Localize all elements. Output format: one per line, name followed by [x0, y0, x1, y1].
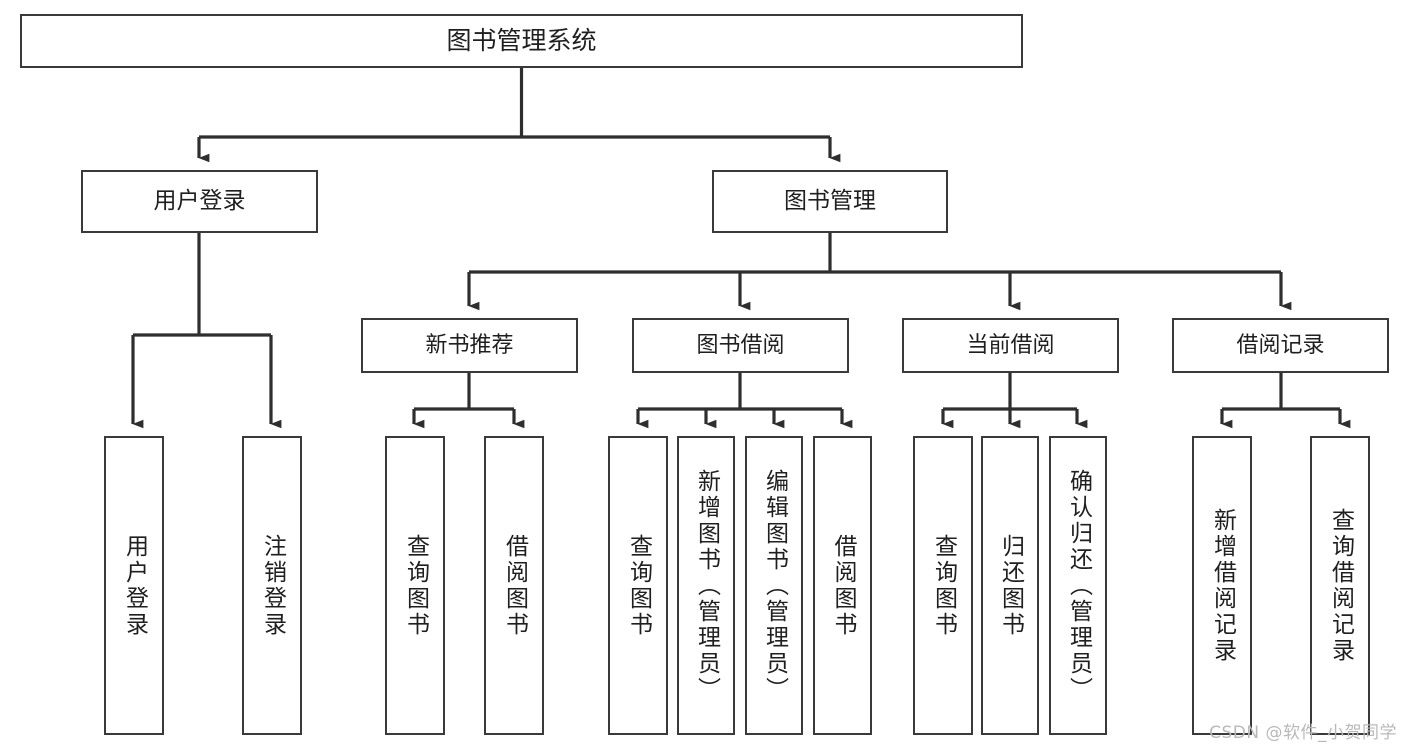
node-label: 查询图书	[402, 533, 429, 638]
node-leaf-borrow-book-recommend[interactable]: 借阅图书	[484, 436, 544, 735]
node-label: 编辑图书（管理员）	[761, 468, 788, 703]
node-root-book-management-system[interactable]: 图书管理系统	[20, 14, 1023, 68]
node-label: 借阅图书	[501, 533, 528, 638]
node-label: 查询图书	[625, 533, 652, 638]
watermark-text: CSDN @软件_小贺同学	[1209, 723, 1397, 743]
node-borrow-record[interactable]: 借阅记录	[1172, 318, 1389, 373]
node-label: 确认归还（管理员）	[1065, 468, 1092, 703]
node-current-borrow[interactable]: 当前借阅	[902, 318, 1119, 373]
node-label: 归还图书	[997, 533, 1024, 638]
node-leaf-query-book-recommend[interactable]: 查询图书	[385, 436, 445, 735]
node-label: 新增借阅记录	[1209, 507, 1236, 664]
node-label: 当前借阅	[966, 332, 1055, 358]
node-label: 图书管理系统	[446, 26, 597, 56]
node-leaf-return-book[interactable]: 归还图书	[981, 436, 1039, 735]
node-user-login[interactable]: 用户登录	[81, 170, 318, 233]
node-label: 查询图书	[930, 533, 957, 638]
node-label: 图书管理	[784, 187, 876, 214]
node-leaf-query-book-current[interactable]: 查询图书	[913, 436, 973, 735]
node-leaf-logout[interactable]: 注销登录	[242, 436, 302, 735]
node-leaf-confirm-return-admin[interactable]: 确认归还（管理员）	[1049, 436, 1107, 735]
node-new-book-recommend[interactable]: 新书推荐	[361, 318, 578, 373]
node-label: 图书借阅	[696, 332, 785, 358]
node-label: 新增图书（管理员）	[693, 468, 720, 703]
node-book-management[interactable]: 图书管理	[712, 170, 948, 233]
node-label: 用户登录	[153, 187, 246, 214]
node-book-borrow[interactable]: 图书借阅	[632, 318, 849, 373]
node-leaf-query-book-borrow[interactable]: 查询图书	[608, 436, 668, 735]
node-label: 借阅记录	[1236, 332, 1325, 358]
node-leaf-user-login[interactable]: 用户登录	[104, 436, 164, 735]
node-leaf-add-borrow-record[interactable]: 新增借阅记录	[1192, 436, 1252, 735]
node-label: 用户登录	[121, 533, 148, 638]
node-leaf-add-book-admin[interactable]: 新增图书（管理员）	[677, 436, 735, 735]
node-leaf-query-borrow-record[interactable]: 查询借阅记录	[1310, 436, 1370, 735]
node-label: 新书推荐	[425, 332, 514, 358]
node-leaf-edit-book-admin[interactable]: 编辑图书（管理员）	[745, 436, 803, 735]
node-label: 注销登录	[259, 533, 286, 638]
node-leaf-borrow-book[interactable]: 借阅图书	[813, 436, 872, 735]
node-label: 借阅图书	[830, 533, 856, 638]
node-label: 查询借阅记录	[1327, 507, 1354, 664]
